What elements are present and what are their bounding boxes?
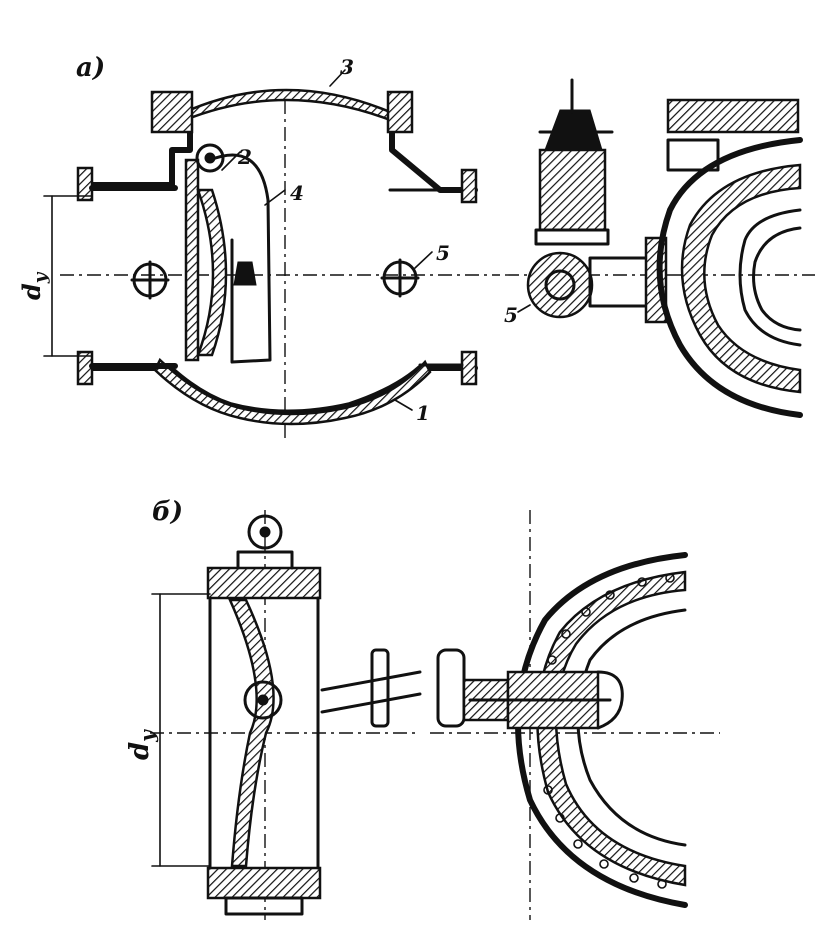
wafer-hinge-lug (236, 550, 294, 570)
wafer-counterweight (370, 648, 390, 728)
wafer-disc-hub (243, 680, 283, 720)
valve-body-bottom-wall (153, 357, 432, 426)
figure-a: а) (17, 53, 500, 440)
dimension-label-a: dy (17, 271, 51, 300)
valve-seat (184, 158, 200, 362)
valve-disc (196, 188, 228, 357)
body-top-boss (666, 98, 800, 134)
bolt-hole (547, 655, 557, 665)
callout-1: 1 (416, 401, 430, 425)
valve-cover (183, 88, 392, 122)
callout-leader-5b (517, 304, 531, 313)
right-flange-top (460, 168, 478, 204)
body-top-bracket (666, 138, 720, 172)
wafer-hinge-eye (247, 514, 283, 550)
shaft-boss-inner (544, 269, 576, 301)
figure-b-side-view (430, 510, 720, 920)
bolt-hole (555, 813, 565, 823)
callout-leader-2 (221, 151, 241, 171)
wafer-body-top (206, 566, 322, 600)
bolt-hole (561, 629, 571, 639)
callout-5: 5 (436, 241, 450, 265)
bolt-hole (605, 590, 615, 600)
bolt-hole (657, 879, 667, 889)
disc-nut (233, 261, 257, 286)
bolt-hole (637, 577, 647, 587)
wafer-handwheel (436, 648, 466, 728)
wafer-flange-ring (536, 570, 687, 887)
dimension-label-b: dy (125, 729, 159, 760)
right-flange-bottom (460, 350, 478, 386)
left-flange (76, 166, 94, 202)
figure-a-side-view: 5 (504, 78, 815, 418)
bolt-hole (573, 839, 583, 849)
wafer-disc (228, 598, 275, 868)
cover-flange-left (150, 90, 194, 134)
callout-leader-4 (264, 189, 286, 206)
callout-leader-5 (414, 251, 433, 269)
figure-b: б) dy (125, 497, 422, 920)
callout-leader-1 (394, 399, 413, 411)
wafer-bolt-holes (543, 573, 675, 889)
wafer-bottom-lug (224, 896, 304, 916)
shaft-arm (588, 256, 650, 308)
bolt-hole (599, 859, 609, 869)
bolt-hole (581, 607, 591, 617)
body-flange-ring (680, 163, 802, 394)
wafer-hinge-pin (259, 526, 271, 538)
hinge-pin-centre (204, 152, 216, 164)
actuator-cap (544, 109, 603, 151)
cover-flange-right (386, 90, 414, 134)
wafer-body-bottom (206, 866, 322, 900)
hinge-pin (195, 143, 225, 173)
callout-5b: 5 (504, 303, 518, 327)
actuator-housing (538, 148, 607, 232)
body-bore (752, 226, 802, 332)
wafer-disc-hub-centre (257, 694, 269, 706)
figure-a-label: а) (76, 53, 105, 83)
callout-leader-3 (329, 69, 346, 87)
callout-3: 3 (340, 55, 354, 79)
bolt-hole (665, 573, 675, 583)
body-inner-ring (738, 208, 802, 347)
callout-2: 2 (237, 145, 252, 169)
bolt-hole (543, 785, 553, 795)
shaft-boss (526, 251, 594, 319)
bolt-hole (629, 873, 639, 883)
wafer-shaft-bonnet (596, 670, 624, 730)
callout-4: 4 (290, 181, 304, 205)
figure-b-label: б) (152, 497, 183, 527)
actuator-base (534, 228, 610, 246)
